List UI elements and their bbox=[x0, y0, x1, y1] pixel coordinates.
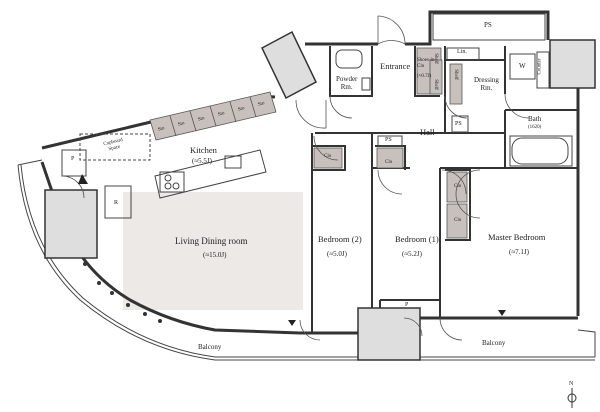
master-bedroom-label: Master Bedroom bbox=[488, 232, 546, 242]
north-compass bbox=[567, 388, 577, 408]
ps-dressing-label: PS bbox=[455, 121, 462, 127]
shoes-in-clo-area: (≈0.7J) bbox=[417, 74, 432, 79]
p-left-label: P bbox=[71, 156, 75, 162]
ps-top-label: PS bbox=[484, 21, 492, 29]
bedroom1-area-label: (≈5.2J) bbox=[402, 250, 422, 258]
ps-hall-label: PS bbox=[385, 137, 392, 143]
storage-separators bbox=[169, 96, 257, 137]
lin-label: Lin. bbox=[457, 49, 467, 55]
clo-master-b-label: Clo bbox=[454, 218, 462, 223]
shelf-label-b: Shelf bbox=[432, 79, 438, 90]
clo-master-a-label: Clo bbox=[454, 184, 462, 189]
shelf-label-a: Shelf bbox=[432, 53, 438, 64]
balcony-right-label: Balcony bbox=[482, 339, 506, 347]
hall-label: Hall bbox=[420, 127, 435, 137]
bedroom1-label: Bedroom (1) bbox=[395, 234, 439, 244]
living-dining-label: Living Dining room bbox=[175, 236, 248, 246]
p-bottom-label: P bbox=[405, 302, 409, 308]
columns bbox=[44, 30, 596, 361]
bedroom2-area-label: (≈5.0J) bbox=[327, 250, 347, 258]
powder-room-label: Powder Rm. bbox=[336, 75, 358, 91]
bath-size-label: (1620) bbox=[528, 125, 542, 130]
kitchen-area-label: (≈5.5J) bbox=[192, 157, 212, 165]
shelf-label-c: Shelf bbox=[452, 69, 458, 80]
w-label: W bbox=[519, 62, 526, 70]
north-label: N bbox=[569, 381, 574, 387]
counter-label: Counter bbox=[537, 58, 543, 75]
master-bedroom-area-label: (≈7.1J) bbox=[509, 248, 529, 256]
balcony-left-label: Balcony bbox=[198, 343, 222, 351]
bedroom2-label: Bedroom (2) bbox=[318, 234, 362, 244]
living-dining-area-label: (≈15.0J) bbox=[203, 251, 227, 259]
clo-bedroom1-label: Clo bbox=[385, 160, 393, 165]
entrance-label: Entrance bbox=[380, 61, 411, 71]
r-label: R bbox=[114, 200, 119, 206]
living-dining-fill bbox=[123, 192, 303, 310]
bath-label: Bath bbox=[528, 115, 542, 123]
markers bbox=[78, 174, 506, 326]
shoes-in-clo-label: Shoes-in Clo bbox=[417, 58, 435, 69]
clo-bedroom2-label: Clo bbox=[324, 154, 332, 159]
door-swings bbox=[61, 15, 530, 341]
dressing-room-label: Dressing Rm. bbox=[474, 76, 499, 92]
kitchen-label: Kitchen bbox=[190, 145, 217, 155]
balcony-outline bbox=[17, 159, 596, 361]
fixtures bbox=[61, 13, 573, 219]
